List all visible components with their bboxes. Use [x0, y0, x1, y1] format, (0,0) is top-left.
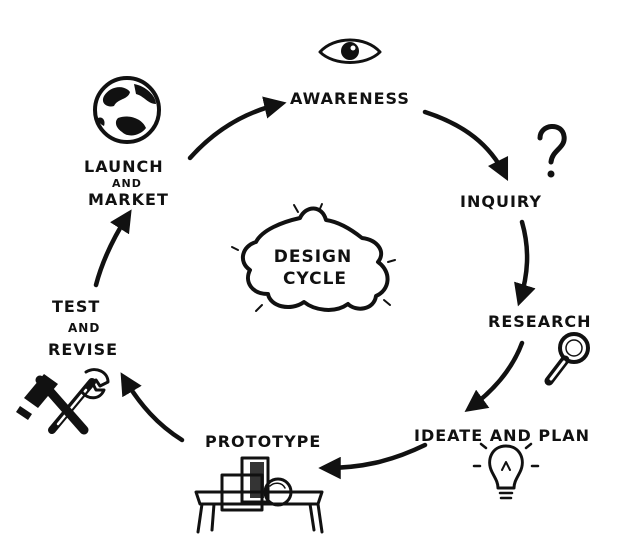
stage-label-test-2: AND — [68, 321, 100, 335]
workbench-icon — [194, 456, 324, 534]
stage-label-launch-3: MARKET — [88, 190, 169, 209]
stage-label-inquiry: INQUIRY — [460, 192, 542, 211]
arrow-inquiry-to-research — [514, 219, 536, 307]
magnifying-glass-icon — [544, 332, 590, 386]
globe-icon — [93, 76, 161, 144]
title-line-1: DESIGN — [274, 247, 352, 267]
arrow-test-to-launch — [93, 209, 132, 288]
stage-label-prototype: PROTOTYPE — [205, 432, 321, 451]
arrow-ideate-to-prototype — [318, 442, 428, 480]
stage-label-awareness: AWARENESS — [290, 89, 410, 108]
center-blob: DESIGN CYCLE — [231, 203, 396, 312]
stage-label-launch-1: LAUNCH — [84, 157, 164, 176]
blob-outline — [240, 206, 390, 312]
arrow-launch-to-awareness — [187, 96, 287, 161]
stage-label-ideate: IDEATE AND PLAN — [414, 426, 590, 445]
stage-label-research: RESEARCH — [488, 312, 592, 331]
hammer-wrench-icon — [16, 368, 110, 435]
lightbulb-icon — [472, 430, 540, 500]
stage-label-launch-2: AND — [112, 177, 142, 190]
cycle-arrows — [93, 96, 536, 480]
stage-label-test-1: TEST — [52, 297, 100, 316]
eye-icon — [318, 38, 382, 64]
title-line-2: CYCLE — [283, 269, 347, 289]
arrow-prototype-to-test — [120, 372, 185, 443]
stage-label-test-3: REVISE — [48, 340, 118, 359]
question-mark-icon — [537, 124, 567, 178]
arrow-research-to-ideate — [464, 340, 525, 412]
arrow-awareness-to-inquiry — [422, 109, 509, 182]
